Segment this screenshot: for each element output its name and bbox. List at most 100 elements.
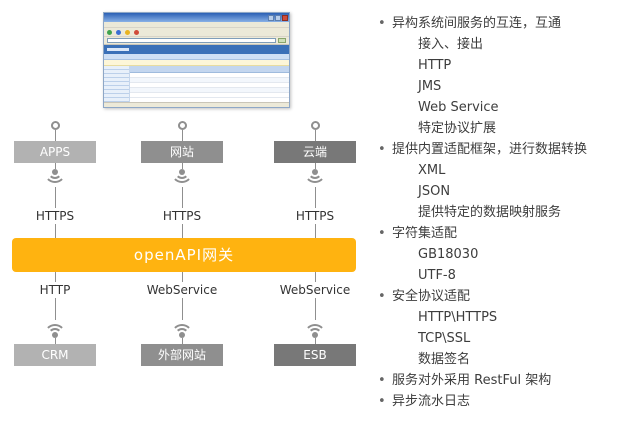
connector-line <box>54 187 56 208</box>
bullet-icon: • <box>378 289 386 304</box>
connector-line <box>314 130 316 141</box>
feature-label: 安全协议适配 <box>392 289 471 304</box>
toolbar-icon <box>107 29 112 35</box>
toolbar-icon <box>125 29 130 35</box>
mini-sidebar <box>104 66 130 102</box>
mini-url-field <box>107 38 276 43</box>
mini-page-header <box>104 45 289 54</box>
feature-label: 服务对外采用 RestFul 架构 <box>392 373 552 388</box>
protocol-label: HTTPS <box>35 209 75 223</box>
minimize-icon <box>268 14 274 21</box>
connector-ring-icon <box>50 121 60 130</box>
feature-subitem: UTF-8 <box>418 268 456 283</box>
mini-table-row <box>130 88 289 93</box>
feature-subitem: 接入、接出 <box>418 37 484 52</box>
node-box-apps: APPS <box>14 141 96 163</box>
feature-label: 异构系统间服务的互连，互通 <box>392 16 562 31</box>
mini-table-row <box>130 78 289 83</box>
node-box-website: 网站 <box>141 141 223 163</box>
signal-icon <box>41 320 69 346</box>
feature-item: • 异构系统间服务的互连，互通 接入、接出 HTTP JMS Web Servi… <box>378 13 612 139</box>
feature-item: • 服务对外采用 RestFul 架构 <box>378 370 612 391</box>
mini-menu-bar <box>104 22 289 28</box>
mini-browser-screenshot <box>103 12 290 108</box>
gateway-banner: openAPI网关 <box>12 238 356 272</box>
bullet-icon: • <box>378 16 386 31</box>
connector-line <box>181 187 183 208</box>
signal-icon <box>301 320 329 346</box>
feature-subitem: JSON <box>418 184 451 199</box>
mini-notice-bar <box>104 60 289 66</box>
feature-label: 异步流水日志 <box>392 394 471 409</box>
feature-subitem: 数据签名 <box>418 352 471 367</box>
feature-item: • 提供内置适配框架，进行数据转换 XML JSON 提供特定的数据映射服务 <box>378 139 612 223</box>
feature-subitem: XML <box>418 163 446 178</box>
connector-line <box>181 338 183 344</box>
protocol-label: HTTPS <box>162 209 202 223</box>
diagram-column-cloud-top: 云端 HTTPS <box>260 121 370 238</box>
bullet-icon: • <box>378 373 386 388</box>
mini-table-row <box>130 83 289 88</box>
connector-line <box>181 272 183 282</box>
bullet-icon: • <box>378 142 386 157</box>
feature-item: • 字符集适配 GB18030 UTF-8 <box>378 223 612 286</box>
mini-status-bar <box>104 102 289 107</box>
connector-line <box>181 130 183 141</box>
feature-subitem: GB18030 <box>418 247 479 262</box>
feature-item: • 异步流水日志 <box>378 391 612 412</box>
diagram-column-apps-top: APPS HTTPS <box>0 121 110 238</box>
toolbar-icon <box>134 29 139 35</box>
feature-subitem: HTTP\HTTPS <box>418 310 498 325</box>
mini-table <box>130 66 289 102</box>
feature-subitem: JMS <box>418 79 442 94</box>
toolbar-icon <box>116 29 121 35</box>
bullet-icon: • <box>378 226 386 241</box>
connector-line <box>54 224 56 238</box>
connector-line <box>54 298 56 320</box>
mini-address-bar <box>104 37 289 45</box>
connector-line <box>54 338 56 344</box>
node-box-crm: CRM <box>14 344 96 366</box>
signal-icon <box>301 169 329 187</box>
feature-item: • 安全协议适配 HTTP\HTTPS TCP\SSL 数据签名 <box>378 286 612 370</box>
connector-line <box>314 338 316 344</box>
diagram-column-esb-bottom: WebService ESB <box>260 272 370 366</box>
feature-subitem: TCP\SSL <box>418 331 471 346</box>
diagram-column-web-top: 网站 HTTPS <box>127 121 237 238</box>
protocol-label: HTTP <box>39 283 71 297</box>
node-box-cloud: 云端 <box>274 141 356 163</box>
connector-ring-icon <box>310 121 320 130</box>
connector-line <box>54 130 56 141</box>
mini-page-body <box>104 66 289 102</box>
diagram-column-crm-bottom: HTTP CRM <box>0 272 110 366</box>
connector-line <box>314 224 316 238</box>
features-list: • 异构系统间服务的互连，互通 接入、接出 HTTP JMS Web Servi… <box>378 13 612 412</box>
feature-label: 字符集适配 <box>392 226 458 241</box>
diagram-column-extweb-bottom: WebService 外部网站 <box>127 272 237 366</box>
protocol-label: HTTPS <box>295 209 335 223</box>
protocol-label: WebService <box>146 283 218 297</box>
mini-table-header <box>130 66 289 73</box>
feature-subitem: 特定协议扩展 <box>418 121 497 136</box>
connector-line <box>181 224 183 238</box>
mini-go-button <box>278 38 286 43</box>
mini-table-row <box>130 93 289 98</box>
connector-line <box>314 272 316 282</box>
mini-title-bar <box>104 13 289 22</box>
feature-subitem: HTTP <box>418 58 452 73</box>
connector-line <box>54 272 56 282</box>
maximize-icon <box>275 14 281 21</box>
signal-icon <box>168 169 196 187</box>
node-box-external-website: 外部网站 <box>141 344 223 366</box>
feature-subitem: 提供特定的数据映射服务 <box>418 205 562 220</box>
bullet-icon: • <box>378 394 386 409</box>
signal-icon <box>168 320 196 346</box>
close-icon <box>282 14 288 21</box>
mini-toolbar <box>104 28 289 37</box>
mini-nav-tabs <box>104 54 289 60</box>
mini-page-content <box>104 45 289 102</box>
signal-icon <box>41 169 69 187</box>
mini-logo <box>107 48 129 51</box>
mini-table-row <box>130 73 289 78</box>
connector-line <box>181 298 183 320</box>
